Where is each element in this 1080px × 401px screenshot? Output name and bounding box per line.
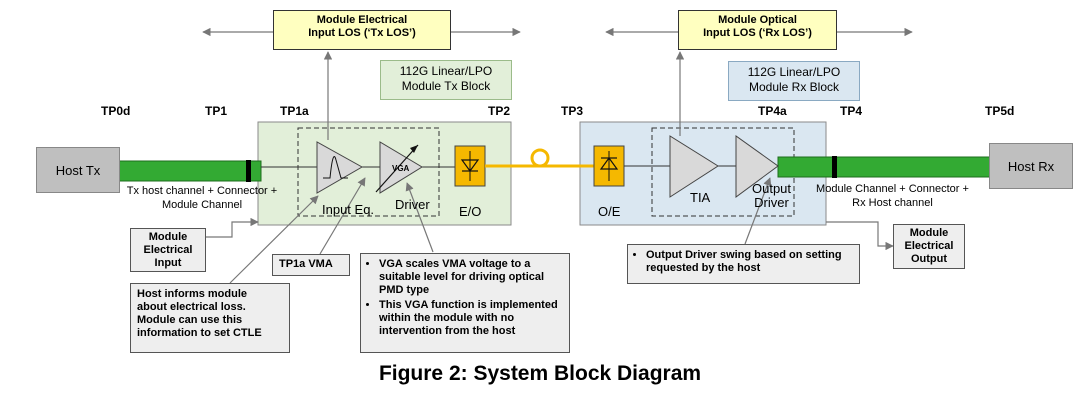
electrical-output-line1: Module bbox=[909, 227, 949, 239]
tx-channel-marker bbox=[246, 160, 251, 182]
rx-block-name: 112G Linear/LPO Module Rx Block bbox=[728, 61, 860, 101]
tx-block-name-line1: 112G Linear/LPO bbox=[399, 64, 493, 78]
tp1a-vma-text: TP1a VMA bbox=[279, 258, 333, 270]
rx-channel-marker bbox=[832, 156, 837, 178]
tx-dashed-group bbox=[297, 127, 440, 217]
module-electrical-output-callout: Module Electrical Output bbox=[893, 224, 965, 269]
rx-los-line1: Module Optical bbox=[718, 14, 797, 26]
output-driver-triangle bbox=[735, 135, 779, 198]
tp4a-label: TP4a bbox=[758, 104, 787, 118]
ctle-label: Input Eq. bbox=[322, 202, 375, 217]
tp4-label: TP4 bbox=[840, 104, 863, 118]
tx-los-box: Module Electrical Input LOS (‘Tx LOS’) bbox=[273, 10, 451, 50]
vga-triangle bbox=[379, 141, 423, 194]
rx-channel-label: Module Channel + Connector + Rx Host cha… bbox=[810, 182, 975, 210]
vga-bullet-2: This VGA function is implemented within … bbox=[379, 299, 563, 338]
tp1-label: TP1 bbox=[205, 104, 228, 118]
tx-block-name-line2: Module Tx Block bbox=[401, 79, 491, 93]
tp5d-label: TP5d bbox=[985, 104, 1015, 118]
figure-caption: Figure 2: System Block Diagram bbox=[378, 362, 702, 385]
output-driver-label: Output Driver bbox=[752, 182, 791, 210]
output-driver-line1: Output bbox=[752, 181, 792, 196]
module-electrical-input-callout: Module Electrical Input bbox=[130, 228, 206, 272]
tp0d-label: TP0d bbox=[101, 104, 131, 118]
rx-channel-bar bbox=[777, 156, 991, 178]
host-rx-label: Host Rx bbox=[1007, 158, 1055, 174]
tx-channel-line2: Module Channel bbox=[161, 199, 243, 211]
vga-symbol: VGA bbox=[392, 164, 410, 173]
rx-block-name-line2: Module Rx Block bbox=[748, 80, 840, 94]
output-driver-swing-callout: Output Driver swing based on setting req… bbox=[627, 244, 860, 284]
tia-label: TIA bbox=[690, 190, 711, 205]
output-driver-line2: Driver bbox=[754, 195, 789, 210]
host-tx-label: Host Tx bbox=[55, 162, 101, 178]
host-informs-line4: information to set CTLE bbox=[137, 327, 262, 339]
rx-block-name-line1: 112G Linear/LPO bbox=[747, 65, 841, 79]
electrical-input-line2: Electrical bbox=[143, 244, 193, 256]
output-driver-swing-text: Output Driver swing based on setting req… bbox=[646, 249, 853, 275]
host-informs-callout: Host informs module about electrical los… bbox=[130, 283, 290, 353]
rx-los-box: Module Optical Input LOS (‘Rx LOS’) bbox=[678, 10, 837, 50]
tx-channel-bar bbox=[118, 160, 262, 182]
tx-channel-line1: Tx host channel + Connector + bbox=[126, 185, 278, 197]
ctle-triangle bbox=[316, 141, 364, 194]
electrical-input-line1: Module bbox=[148, 231, 188, 243]
tx-los-line2: Input LOS (‘Tx LOS’) bbox=[308, 27, 416, 39]
tp3-label: TP3 bbox=[561, 104, 584, 118]
oe-label: O/E bbox=[598, 204, 621, 219]
tp2-label: TP2 bbox=[488, 104, 511, 118]
host-tx-box: Host Tx bbox=[36, 147, 120, 193]
electrical-input-line3: Input bbox=[154, 257, 182, 269]
tp1a-label: TP1a bbox=[280, 104, 309, 118]
rx-channel-line1: Module Channel + Connector + bbox=[816, 183, 969, 195]
fiber-loop bbox=[530, 148, 550, 168]
tx-los-line1: Module Electrical bbox=[316, 14, 408, 26]
tp1a-vma-callout: TP1a VMA bbox=[272, 254, 350, 276]
host-rx-box: Host Rx bbox=[989, 143, 1073, 189]
host-informs-line1: Host informs module bbox=[137, 288, 248, 300]
driver-label: Driver bbox=[395, 197, 430, 212]
rx-los-line2: Input LOS (‘Rx LOS’) bbox=[703, 27, 812, 39]
tx-block-name: 112G Linear/LPO Module Tx Block bbox=[380, 60, 512, 100]
rx-channel-line2: Rx Host channel bbox=[852, 197, 933, 209]
vga-bullet-1: VGA scales VMA voltage to a suitable lev… bbox=[379, 258, 563, 297]
electrical-output-line2: Electrical bbox=[904, 240, 954, 252]
tia-triangle bbox=[669, 135, 719, 198]
host-informs-line2: about electrical loss. bbox=[137, 301, 246, 313]
tx-channel-label: Tx host channel + Connector + Module Cha… bbox=[122, 184, 282, 212]
vga-bullets-callout: VGA scales VMA voltage to a suitable lev… bbox=[360, 253, 570, 353]
host-informs-line3: Module can use this bbox=[137, 314, 243, 326]
eo-label: E/O bbox=[459, 204, 482, 219]
electrical-output-line3: Output bbox=[910, 253, 948, 265]
